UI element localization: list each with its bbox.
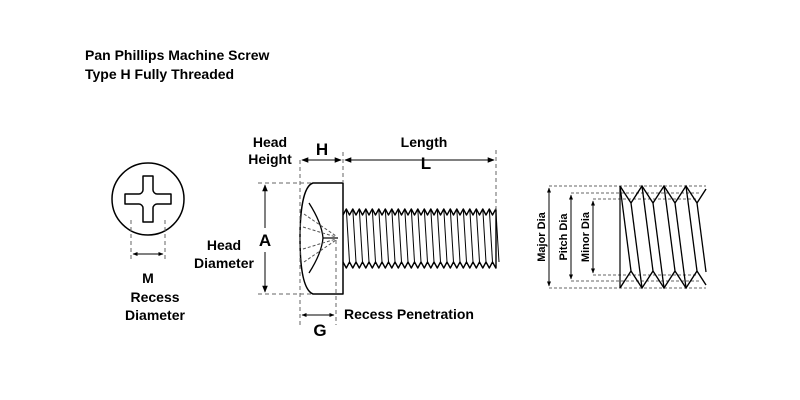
thread-crest-line [430, 208, 435, 263]
head-height-dimension [299, 152, 344, 325]
recess-letter: M [142, 270, 154, 286]
thread-crest-line [495, 208, 500, 263]
head-top-view [111, 162, 185, 262]
thread-crest-line [378, 208, 383, 263]
thread-crest-line [443, 208, 448, 263]
thread-crest-line [404, 208, 409, 263]
thread-crest-line [423, 208, 428, 263]
thread-crest-line [384, 208, 389, 263]
recess-penetration-label: Recess Penetration [344, 306, 474, 322]
thread-crest-line [469, 208, 474, 263]
phillips-recess-icon [124, 175, 172, 223]
head-diameter-label-2: Diameter [194, 255, 254, 271]
thread-crest-line [365, 208, 370, 263]
thread-crest-line [482, 208, 487, 263]
pitch-dia-label: Pitch Dia [558, 213, 570, 261]
thread-crest-line [371, 208, 376, 263]
thread-crest-line [462, 208, 467, 263]
thread-crest-line [475, 208, 480, 263]
recess-penetration-letter: G [313, 321, 326, 340]
recess-diameter-label-2: Diameter [125, 307, 185, 323]
head-height-letter: H [316, 140, 328, 159]
major-dia-label: Major Dia [536, 211, 548, 261]
threaded-shank [342, 208, 497, 269]
minor-dia-label: Minor Dia [580, 211, 592, 262]
recess-penetration-dimension [301, 240, 337, 325]
thread-crest-line [456, 208, 461, 263]
head-height-label-1: Head [253, 134, 287, 150]
length-dimension [344, 150, 497, 210]
thread-crest-line [352, 208, 357, 263]
screw-side-view [299, 182, 500, 295]
thread-crest-line [436, 208, 441, 263]
thread-crest-line [345, 208, 350, 263]
title-line-1: Pan Phillips Machine Screw [85, 47, 270, 63]
head-diameter-letter: A [259, 231, 271, 250]
head-diameter-dimension [258, 182, 312, 295]
recess-diameter-label-1: Recess [130, 289, 179, 305]
thread-crest-line [449, 208, 454, 263]
thread-crest-line [358, 208, 363, 263]
length-label: Length [401, 134, 448, 150]
diagram-title: Pan Phillips Machine Screw Type H Fully … [85, 46, 269, 84]
length-letter: L [421, 154, 431, 173]
recess-slot [308, 202, 324, 274]
head-height-label-2: Height [248, 151, 292, 167]
head-diameter-label-1: Head [207, 237, 241, 253]
thread-crest-line [410, 208, 415, 263]
thread-crest-line [488, 208, 493, 263]
thread-crest-line [391, 208, 396, 263]
thread-detail [547, 184, 707, 290]
thread-crest-line [417, 208, 422, 263]
title-line-2: Type H Fully Threaded [85, 66, 235, 82]
thread-crest-line [397, 208, 402, 263]
